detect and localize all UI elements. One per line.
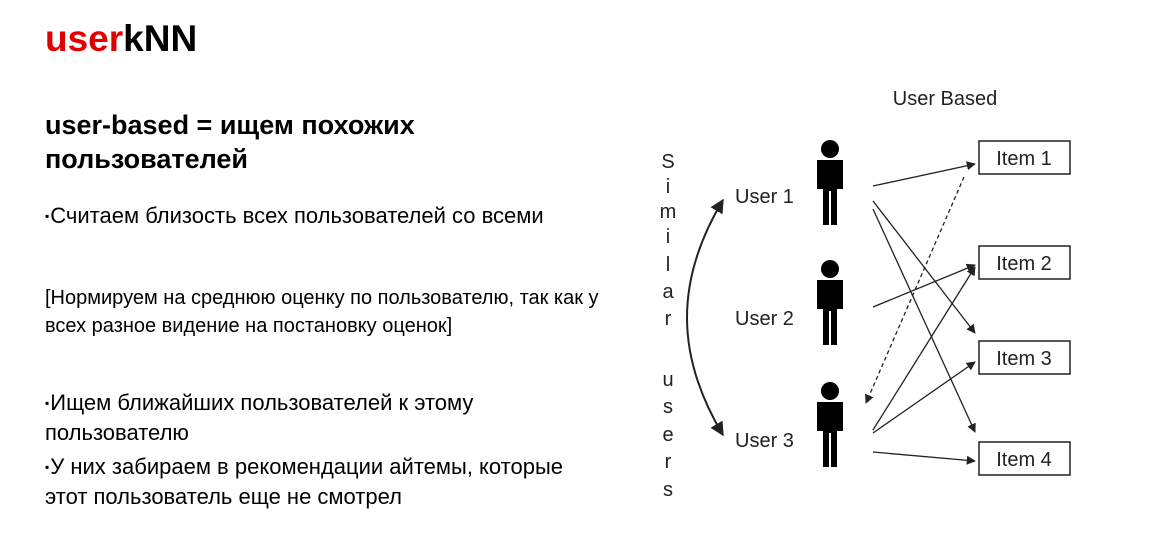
- side-letter: s: [663, 396, 673, 418]
- bullet-text: Считаем близость всех пользователей со в…: [50, 203, 544, 228]
- item-box: Item 4: [978, 441, 1071, 476]
- side-letter: s: [663, 479, 673, 501]
- bullet-text: У них забираем в рекомендации айтемы, ко…: [45, 454, 564, 509]
- user-label: User 3: [735, 430, 794, 452]
- side-letter: u: [662, 369, 673, 391]
- side-letter: S: [661, 151, 674, 173]
- slide-title: userkNN: [45, 16, 197, 62]
- item-box-frame: [978, 441, 1071, 476]
- diagram-heading: User Based: [893, 88, 998, 110]
- person-icon: [817, 382, 843, 467]
- user-label: User 1: [735, 186, 794, 208]
- person-icon: [817, 260, 843, 345]
- item-box-frame: [978, 140, 1071, 175]
- link-user2-item2: [872, 263, 976, 308]
- side-letter: l: [666, 254, 670, 276]
- person-icon: [817, 140, 843, 225]
- link-user1-item1: [872, 161, 976, 187]
- bullet-icon: ▪: [45, 460, 50, 474]
- link-user1-item4: [872, 208, 976, 433]
- bullet-icon: ▪: [45, 396, 50, 410]
- bullet-paragraph-2: ▪Ищем ближайших пользователей к этому по…: [45, 388, 605, 448]
- slide-subtitle: user-based = ищем похожих пользователей: [45, 110, 415, 174]
- similar-users-arrow: [686, 198, 724, 437]
- bullet-text: Ищем ближайших пользователей к этому пол…: [45, 390, 474, 445]
- item-label: Item 1: [996, 148, 1052, 170]
- link-user3-item3: [872, 361, 976, 434]
- user-label: User 2: [735, 308, 794, 330]
- side-letter: r: [665, 451, 672, 473]
- title-rest: kNN: [123, 18, 198, 59]
- item-box: Item 3: [978, 340, 1071, 375]
- item-box-frame: [978, 245, 1071, 280]
- item-box: Item 1: [978, 140, 1071, 175]
- link-user1-item3: [872, 200, 976, 334]
- bullet-paragraph-3: ▪У них забираем в рекомендации айтемы, к…: [45, 452, 605, 512]
- side-letter: a: [662, 281, 674, 303]
- side-letter: m: [660, 201, 677, 223]
- side-letter: e: [662, 424, 673, 446]
- item-label: Item 2: [996, 253, 1052, 275]
- side-letter: i: [666, 226, 670, 248]
- item-label: Item 3: [996, 348, 1052, 370]
- item-label: Item 4: [996, 449, 1052, 471]
- side-letter: r: [665, 308, 672, 330]
- recommendation-dashed-link: [865, 176, 965, 404]
- note-paragraph: [Нормируем на среднюю оценку по пользова…: [45, 287, 599, 337]
- similar-users-label: S i m i l a r u s e r s: [660, 151, 677, 501]
- item-box: Item 2: [978, 245, 1071, 280]
- title-accent: user: [45, 18, 124, 59]
- user-based-diagram: User Based S i m i l a r u s e r s User …: [660, 88, 1071, 501]
- side-letter: i: [666, 176, 670, 198]
- bullet-paragraph-1: ▪Считаем близость всех пользователей со …: [45, 201, 605, 231]
- link-user3-item2: [872, 266, 976, 431]
- bullet-icon: ▪: [45, 209, 50, 223]
- link-user3-item4: [872, 451, 976, 465]
- item-box-frame: [978, 340, 1071, 375]
